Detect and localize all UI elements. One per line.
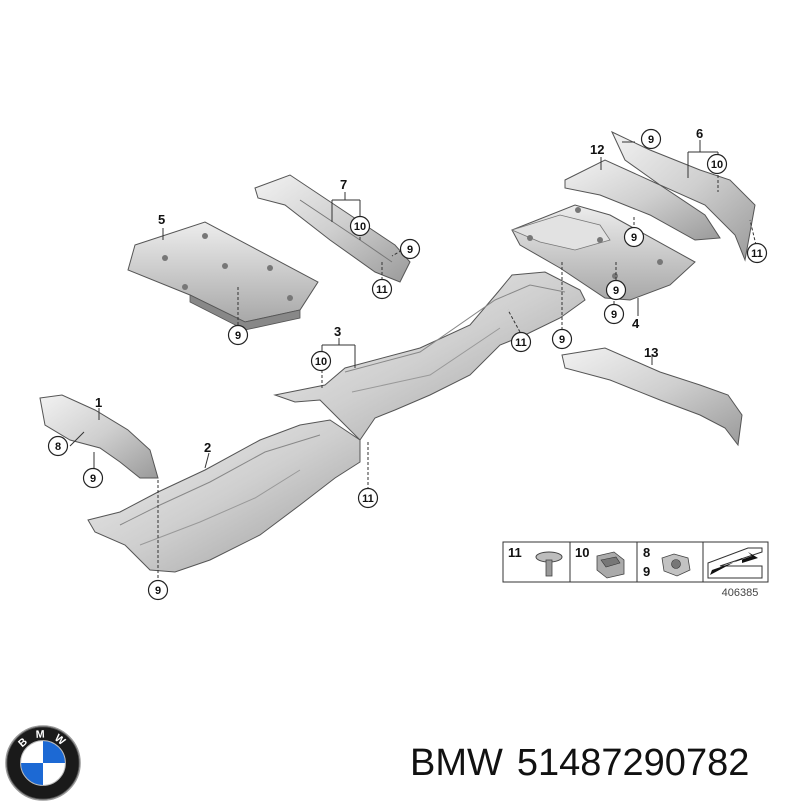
circled-callout-10: 10 bbox=[706, 153, 728, 175]
legend-label-8: 8 bbox=[643, 545, 650, 560]
circled-callout-9: 9 bbox=[227, 324, 249, 346]
clip-nut-icon bbox=[596, 551, 625, 579]
circled-callout-9: 9 bbox=[640, 128, 662, 150]
circled-callout-10: 10 bbox=[349, 215, 371, 237]
circled-callout-9: 9 bbox=[82, 467, 104, 489]
circled-callout-11: 11 bbox=[371, 278, 393, 300]
circled-callout-11: 11 bbox=[357, 487, 379, 509]
svg-text:11: 11 bbox=[376, 284, 388, 296]
callout-labels: 1 2 3 4 5 6 7 12 13 bbox=[95, 126, 703, 455]
circled-callout-9: 9 bbox=[399, 238, 421, 260]
svg-text:10: 10 bbox=[315, 356, 327, 368]
svg-text:11: 11 bbox=[515, 337, 527, 349]
legend-label-9: 9 bbox=[643, 564, 650, 579]
callout-7: 7 bbox=[340, 177, 347, 192]
circled-callout-9: 9 bbox=[147, 579, 169, 601]
svg-text:10: 10 bbox=[711, 159, 723, 171]
svg-text:8: 8 bbox=[55, 441, 61, 453]
svg-text:11: 11 bbox=[362, 493, 374, 505]
svg-text:10: 10 bbox=[354, 221, 366, 233]
circled-callout-11: 11 bbox=[746, 242, 768, 264]
svg-text:9: 9 bbox=[648, 134, 654, 146]
callout-5: 5 bbox=[158, 212, 165, 227]
callout-4: 4 bbox=[632, 316, 640, 331]
circled-callout-9: 9 bbox=[623, 226, 645, 248]
svg-text:9: 9 bbox=[407, 244, 413, 256]
part-5-heat-shield bbox=[127, 221, 319, 331]
svg-text:9: 9 bbox=[611, 309, 617, 321]
part-6-heat-shield bbox=[610, 130, 756, 262]
circled-callout-8: 8 bbox=[47, 435, 69, 457]
circled-callout-9: 9 bbox=[551, 328, 573, 350]
circled-callouts: 8 9 9 9 9 9 9 9 9 9 10 10 10 11 11 11 11 bbox=[47, 128, 768, 601]
callout-2: 2 bbox=[204, 440, 211, 455]
bmw-logo: B M W bbox=[5, 725, 81, 801]
svg-text:9: 9 bbox=[90, 473, 96, 485]
part-number: 51487290782 bbox=[516, 742, 750, 784]
svg-text:9: 9 bbox=[155, 585, 161, 597]
callout-12: 12 bbox=[590, 142, 604, 157]
part-1-heat-shield bbox=[39, 394, 159, 479]
svg-text:9: 9 bbox=[235, 330, 241, 342]
push-rivet-icon bbox=[535, 551, 563, 577]
callout-6: 6 bbox=[696, 126, 703, 141]
circled-callout-11: 11 bbox=[510, 331, 532, 353]
brand-name: BMW bbox=[410, 742, 503, 784]
callout-1: 1 bbox=[95, 395, 102, 410]
part-12-heat-shield bbox=[564, 159, 721, 241]
callout-13: 13 bbox=[644, 345, 658, 360]
svg-text:9: 9 bbox=[631, 232, 637, 244]
svg-text:9: 9 bbox=[559, 334, 565, 346]
legend-code: 406385 bbox=[722, 587, 759, 599]
circled-callout-10: 10 bbox=[310, 350, 332, 372]
legend-label-11: 11 bbox=[508, 545, 522, 560]
circled-callout-9: 9 bbox=[605, 279, 627, 301]
part-caption: BMW 51487290782 bbox=[410, 738, 790, 788]
part-13-heat-shield bbox=[561, 347, 743, 447]
hex-nut-icon bbox=[661, 553, 691, 577]
arrow-sheet-icon bbox=[707, 547, 763, 579]
svg-text:9: 9 bbox=[613, 285, 619, 297]
circled-callout-9: 9 bbox=[603, 303, 625, 325]
legend-label-10: 10 bbox=[575, 545, 589, 560]
part-3-heat-shield bbox=[273, 271, 586, 441]
svg-text:11: 11 bbox=[751, 248, 763, 260]
callout-3: 3 bbox=[334, 324, 341, 339]
fastener-legend: 11 10 8 9 406385 bbox=[502, 541, 769, 599]
part-2-heat-shield bbox=[87, 419, 361, 573]
